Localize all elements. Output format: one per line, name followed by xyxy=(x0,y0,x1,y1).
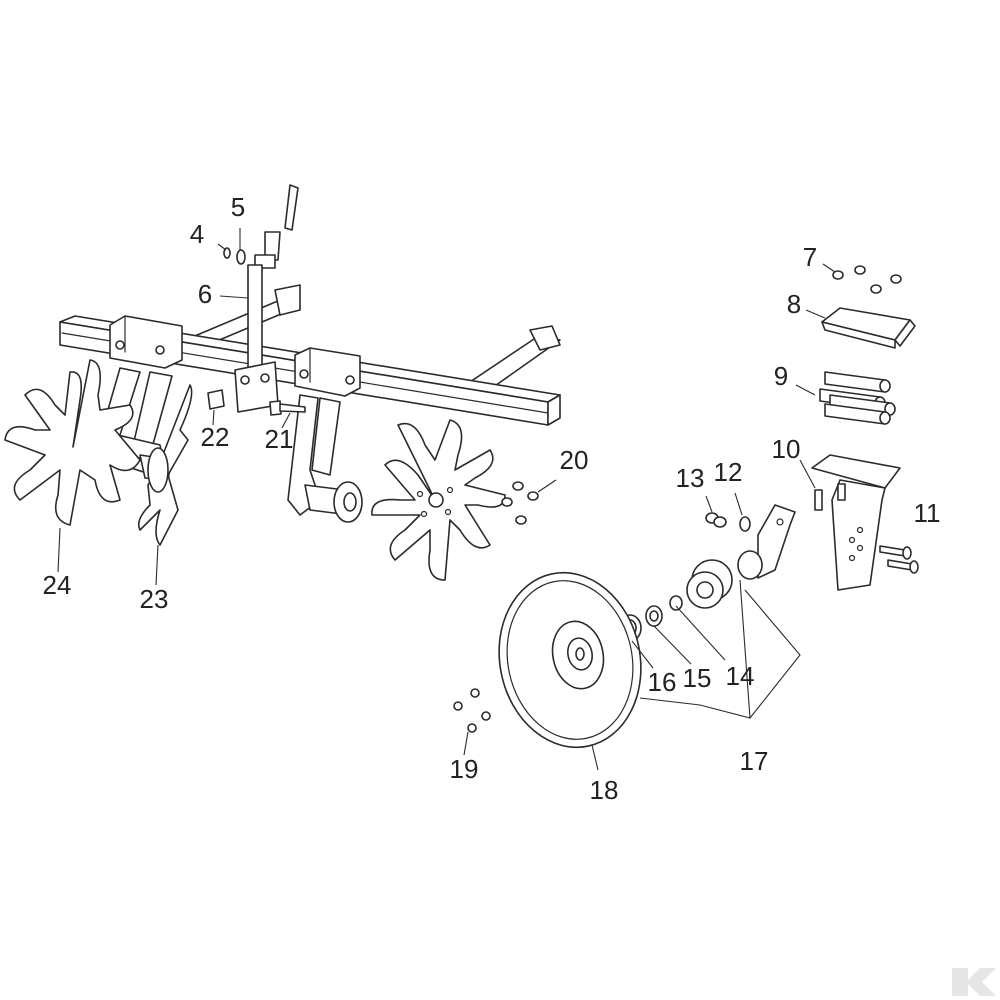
callout-20: 20 xyxy=(560,445,589,475)
serrated-disc-18 xyxy=(498,571,642,749)
callout-15: 15 xyxy=(683,663,712,693)
nut-22 xyxy=(207,389,225,410)
callout-17: 17 xyxy=(740,746,769,776)
callout-18: 18 xyxy=(590,775,619,805)
rollers-9 xyxy=(819,371,896,425)
callout-10: 10 xyxy=(772,434,801,464)
callout-8: 8 xyxy=(787,289,801,319)
disc-arm xyxy=(737,504,796,580)
washer-15 xyxy=(645,605,663,627)
caps-7 xyxy=(832,265,902,294)
callout-22: 22 xyxy=(201,422,230,452)
nut-13 xyxy=(705,512,727,528)
center-hitch-post xyxy=(234,184,299,413)
small-rings-4-5 xyxy=(223,247,246,265)
right-clamp-bracket xyxy=(287,347,361,516)
callouts: 4 5 6 7 8 9 10 11 12 13 14 15 16 17 18 1… xyxy=(43,192,941,805)
callout-6: 6 xyxy=(198,279,212,309)
star-wheel-24 xyxy=(4,359,141,526)
bolts-11 xyxy=(879,545,919,574)
callout-7: 7 xyxy=(803,242,817,272)
callout-12: 12 xyxy=(714,457,743,487)
center-cutter-hub xyxy=(304,481,363,523)
callout-24: 24 xyxy=(43,570,72,600)
callout-5: 5 xyxy=(231,192,245,222)
ring-12 xyxy=(739,516,751,532)
star-wheel-right xyxy=(371,419,506,581)
callout-14: 14 xyxy=(726,661,755,691)
callout-16: 16 xyxy=(648,667,677,697)
callout-9: 9 xyxy=(774,361,788,391)
callout-4: 4 xyxy=(190,219,204,249)
nuts-20 xyxy=(501,481,539,525)
callout-21: 21 xyxy=(265,424,294,454)
star-wheel-23 xyxy=(137,384,193,546)
leader-lines xyxy=(57,228,836,771)
hub-housing-14 xyxy=(669,559,733,611)
bolt-21 xyxy=(269,400,306,416)
callout-11: 11 xyxy=(914,498,941,528)
bracket-11 xyxy=(811,454,901,591)
plate-8 xyxy=(821,307,916,349)
brand-k-logo-icon xyxy=(952,968,996,996)
callout-13: 13 xyxy=(676,463,705,493)
callout-23: 23 xyxy=(140,584,169,614)
bolts-19 xyxy=(453,688,491,733)
callout-19: 19 xyxy=(450,754,479,784)
